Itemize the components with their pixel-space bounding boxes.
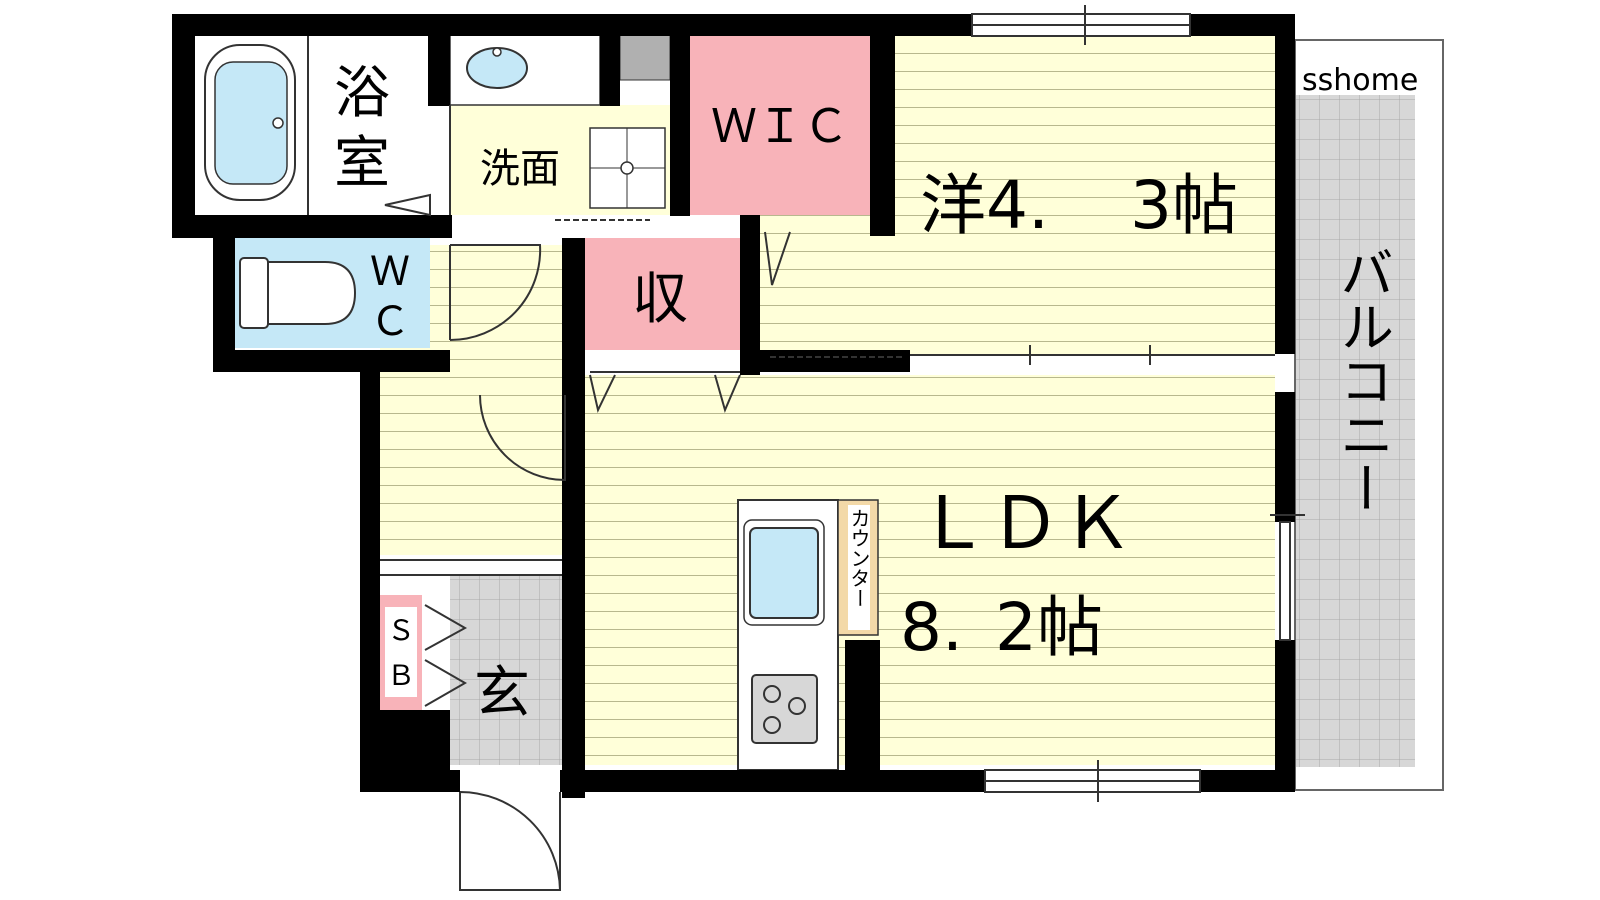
wic-room <box>690 35 870 215</box>
counter-bar-inner <box>848 505 870 630</box>
western-room-size: 3帖 <box>1130 167 1238 244</box>
wc-label-1: Ｗ <box>370 249 410 295</box>
windows <box>971 5 1305 802</box>
balcony-floor <box>1295 95 1415 767</box>
western-room-name: 洋4. <box>920 167 1049 244</box>
ldk-size: 8. <box>900 589 963 666</box>
storage-room <box>585 238 740 350</box>
storage-label: 収 <box>632 267 688 332</box>
toilet-tank <box>239 257 269 329</box>
bathtub-water <box>214 61 288 185</box>
burner-3 <box>763 716 781 734</box>
wm-drain <box>620 161 634 175</box>
kitchen-sink-rim <box>743 519 825 626</box>
shoebox-label-2: Ｂ <box>387 659 415 692</box>
stove <box>751 674 818 744</box>
walls <box>172 14 1295 798</box>
ldk-label: ＬＤＫ <box>917 481 1133 565</box>
washroom-label: 洗面 <box>480 146 560 192</box>
kitchen-sink <box>749 527 819 619</box>
ldk-size-unit: 2帖 <box>995 589 1103 666</box>
wc-label-2: Ｃ <box>370 299 410 345</box>
counter-label: カウンター <box>847 508 871 608</box>
balcony-label: バルコニー <box>1331 245 1394 515</box>
shoebox-label-1: Ｓ <box>387 614 415 647</box>
sink-faucet <box>492 47 502 57</box>
bathtub-drain <box>272 117 284 129</box>
burner-2 <box>788 697 806 715</box>
entrance-tile <box>450 575 565 765</box>
ldk-floor <box>585 375 1275 765</box>
watermark: sshome <box>1302 63 1418 98</box>
duct <box>619 34 671 81</box>
bath-label-2: 室 <box>334 131 390 196</box>
shoebox-inner <box>385 607 417 697</box>
western-room-floor-lower <box>760 215 1275 355</box>
bath-label-1: 浴 <box>334 61 390 126</box>
wic-label: ＷＩＣ <box>711 99 849 153</box>
entrance-label: 玄 <box>474 661 530 726</box>
burner-1 <box>763 685 781 703</box>
toilet-bowl <box>264 261 357 325</box>
door-lines <box>380 105 1275 891</box>
